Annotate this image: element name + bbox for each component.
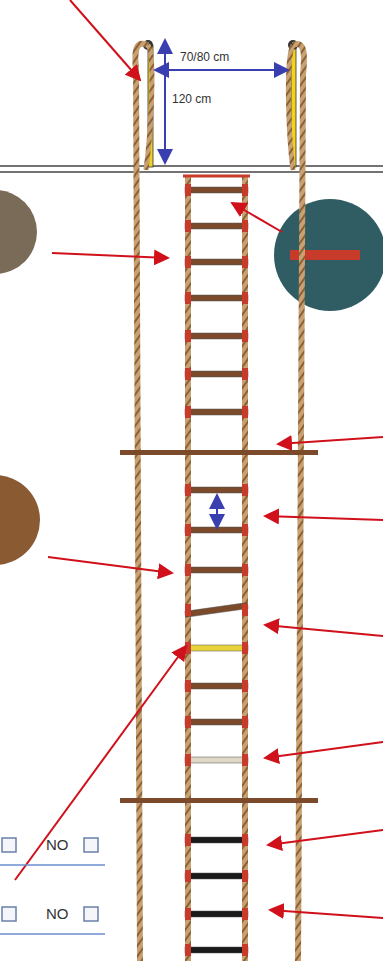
- ladder-step: [185, 567, 248, 573]
- photo-circle: [0, 190, 37, 274]
- step-clamp: [242, 406, 248, 418]
- step-clamp: [242, 368, 248, 380]
- checkbox-label: NO: [46, 905, 69, 922]
- ladder-step: [185, 719, 248, 725]
- step-clamp: [185, 484, 191, 496]
- ladder-step: [185, 603, 248, 618]
- ladder-step: [185, 187, 248, 193]
- step-clamp: [242, 220, 248, 232]
- step-clamp: [242, 604, 248, 616]
- step-clamp: [242, 754, 248, 766]
- step-clamp: [185, 564, 191, 576]
- step-clamp: [185, 330, 191, 342]
- side-rope: [242, 176, 248, 961]
- step-clamp: [242, 680, 248, 692]
- side-rope: [185, 176, 191, 961]
- step-clamp: [242, 834, 248, 846]
- ladder-step: [185, 487, 248, 493]
- step-clamp: [242, 484, 248, 496]
- ladder-step: [185, 911, 248, 917]
- step-clamp: [185, 604, 191, 616]
- step-clamp: [185, 220, 191, 232]
- ladder-step: [185, 873, 248, 879]
- step-clamp: [242, 564, 248, 576]
- step-clamp: [185, 680, 191, 692]
- step-clamp: [185, 716, 191, 728]
- ladder-step: [185, 645, 248, 651]
- photo-circle: [274, 199, 383, 311]
- step-clamp: [242, 944, 248, 956]
- step-clamp: [242, 524, 248, 536]
- photo-circle: [0, 475, 40, 565]
- ladder-step: [185, 837, 248, 843]
- step-clamp: [185, 834, 191, 846]
- step-clamp: [242, 908, 248, 920]
- step-clamp: [185, 870, 191, 882]
- step-clamp: [185, 944, 191, 956]
- spreader: [120, 450, 318, 455]
- spreader: [120, 798, 318, 803]
- step-clamp: [185, 908, 191, 920]
- step-clamp: [185, 754, 191, 766]
- step-clamp: [185, 184, 191, 196]
- step-clamp: [185, 368, 191, 380]
- ladder-step: [185, 371, 248, 377]
- ladder-step: [185, 409, 248, 415]
- step-clamp: [185, 292, 191, 304]
- dimension-label: 120 cm: [172, 92, 211, 106]
- ladder-steps: [185, 184, 248, 956]
- ladder-step: [185, 333, 248, 339]
- step-clamp: [242, 292, 248, 304]
- ladder-step: [185, 259, 248, 265]
- step-clamp: [185, 256, 191, 268]
- ladder-step: [185, 223, 248, 229]
- ladder-step: [185, 757, 248, 763]
- step-clamp: [185, 406, 191, 418]
- checkbox-label: NO: [46, 836, 69, 853]
- step-clamp: [242, 642, 248, 654]
- dimension-label: 70/80 cm: [180, 50, 229, 64]
- man-rope: [293, 44, 304, 961]
- step-clamp: [185, 642, 191, 654]
- step-clamp: [185, 524, 191, 536]
- step-clamp: [242, 184, 248, 196]
- ladder-step: [185, 295, 248, 301]
- ladder-step: [185, 683, 248, 689]
- step-clamp: [242, 870, 248, 882]
- step-clamp: [242, 256, 248, 268]
- step-clamp: [242, 330, 248, 342]
- step-clamp: [242, 716, 248, 728]
- man-rope: [135, 44, 148, 961]
- ladder-step: [185, 947, 248, 953]
